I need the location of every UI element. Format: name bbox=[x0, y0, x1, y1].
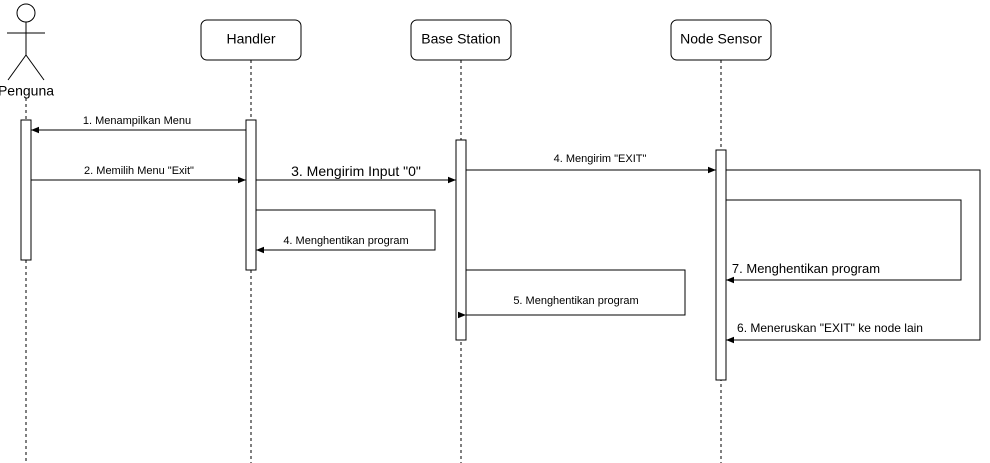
participant-handler-box bbox=[200, 19, 302, 61]
message-7-arrow bbox=[726, 199, 962, 284]
message-7-label: 7. Menghentikan program bbox=[732, 261, 880, 276]
message-4b-arrow bbox=[256, 209, 436, 254]
message-5-label: 5. Menghentikan program bbox=[513, 295, 638, 307]
activation-user bbox=[20, 119, 32, 261]
message-2-label: 2. Memilih Menu "Exit" bbox=[84, 165, 194, 177]
participant-handler-label: Handler bbox=[226, 31, 275, 47]
message-6-label: 6. Meneruskan "EXIT" ke node lain bbox=[737, 321, 923, 335]
message-3-label: 3. Mengirim Input "0" bbox=[291, 163, 421, 179]
actor-user-label: Penguna bbox=[0, 83, 54, 99]
message-6-arrow bbox=[726, 169, 981, 344]
participant-node-sensor-box bbox=[670, 19, 772, 61]
actor-user-icon bbox=[7, 3, 45, 81]
participant-base-station-label: Base Station bbox=[421, 31, 500, 47]
message-5-arrow bbox=[466, 269, 686, 319]
activation-node-sensor bbox=[715, 149, 727, 381]
message-1-label: 1. Menampilkan Menu bbox=[83, 115, 191, 127]
message-4b-label: 4. Menghentikan program bbox=[283, 235, 408, 247]
participant-node-sensor-label: Node Sensor bbox=[680, 31, 762, 47]
activation-base-station bbox=[455, 139, 467, 341]
message-4-label: 4. Mengirim "EXIT" bbox=[554, 153, 647, 165]
participant-base-station-box bbox=[410, 19, 512, 61]
activation-handler bbox=[245, 119, 257, 271]
